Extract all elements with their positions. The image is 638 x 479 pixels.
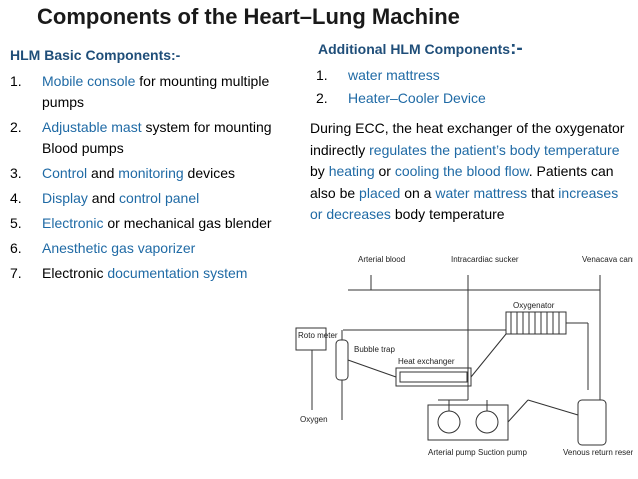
- paragraph-text: . Patients can also be: [310, 163, 614, 201]
- highlighted-text: Control: [42, 165, 88, 181]
- page-title: Components of the Heart–Lung Machine: [37, 4, 460, 29]
- label-heat-exchanger: Heat exchanger: [398, 357, 455, 366]
- paragraph-text: body temperature: [390, 206, 505, 222]
- pump-housing: [427, 404, 509, 441]
- highlighted-text: Anesthetic gas vaporizer: [42, 240, 196, 256]
- item-text: Electronic: [42, 265, 108, 281]
- item-text: and: [87, 190, 120, 206]
- label-suction-pump: Suction pump: [478, 448, 527, 457]
- highlighted-text: Display: [42, 190, 88, 206]
- list-number: 3.: [10, 165, 22, 181]
- basic-component-item: 2. Adjustable mast system for mounting Bl…: [10, 117, 295, 159]
- roto-meter-box: [295, 327, 327, 351]
- basic-components-list: 1. Mobile console for mounting multiple p…: [10, 71, 295, 288]
- item-text: system for mounting Blood pumps: [42, 119, 272, 156]
- highlighted-text: cooling the blood flow: [394, 163, 529, 179]
- highlighted-text: documentation system: [107, 265, 248, 281]
- label-arterial-pump: Arterial pump: [428, 448, 476, 457]
- basic-component-item: 4. Display and control panel: [10, 188, 295, 209]
- additional-component-item: 1. water mattress: [316, 65, 616, 86]
- label-venous-return-reservoir: Venous return reservoir: [563, 448, 633, 457]
- highlighted-text: increases or decreases: [310, 184, 619, 223]
- item-text: or mechanical gas blender: [103, 215, 272, 231]
- paragraph-text: by: [310, 163, 329, 179]
- item-text: for mounting multiple pumps: [42, 73, 270, 110]
- list-number: 2.: [316, 90, 328, 106]
- item-text: water mattress: [348, 67, 440, 83]
- basic-component-item: 6. Anesthetic gas vaporizer: [10, 238, 295, 259]
- basic-components-heading: HLM Basic Components:-: [10, 47, 181, 63]
- highlighted-text: Electronic: [42, 215, 104, 231]
- additional-heading-text: Additional HLM Components: [318, 41, 511, 57]
- highlighted-text: heating: [328, 163, 375, 179]
- label-venacava-cannulae: Venacava cannulae: [582, 255, 633, 264]
- item-text: and: [87, 165, 119, 181]
- heat-exchanger-box: [395, 367, 472, 387]
- list-number: 1.: [316, 67, 328, 83]
- suction-pump-rotor: [475, 410, 499, 434]
- highlighted-text: Adjustable mast: [42, 119, 142, 135]
- highlighted-text: regulates the patient’s body temperature: [369, 141, 620, 158]
- label-oxygen: Oxygen: [300, 415, 328, 424]
- highlighted-text: placed: [359, 184, 401, 201]
- additional-component-item: 2. Heater–Cooler Device: [316, 88, 616, 109]
- list-number: 5.: [10, 215, 22, 231]
- basic-component-item: 1. Mobile console for mounting multiple p…: [10, 71, 295, 113]
- label-intracardiac-sucker: Intracardiac sucker: [451, 255, 519, 264]
- list-number: 4.: [10, 190, 22, 206]
- highlighted-text: water mattress: [435, 184, 528, 201]
- label-bubble-trap: Bubble trap: [354, 345, 395, 354]
- venous-reservoir-box: [577, 399, 607, 446]
- highlighted-text: monitoring: [118, 165, 184, 181]
- list-number: 2.: [10, 119, 22, 135]
- hlm-circuit-diagram: Arterial blood Intracardiac sucker Venac…: [295, 255, 633, 457]
- highlighted-text: control panel: [119, 190, 200, 206]
- basic-component-item: 5. Electronic or mechanical gas blender: [10, 213, 295, 234]
- arterial-pump-rotor: [437, 410, 461, 434]
- oxygenator-box: [505, 311, 567, 335]
- additional-heading-suffix: :-: [510, 38, 523, 59]
- list-number: 6.: [10, 240, 22, 256]
- basic-component-item: 7. Electronic documentation system: [10, 263, 295, 284]
- label-roto-meter: Roto meter: [298, 331, 338, 340]
- additional-components-list: 1. water mattress 2. Heater–Cooler Device: [316, 65, 616, 111]
- item-text: devices: [183, 165, 236, 181]
- ecc-paragraph: During ECC, the heat exchanger of the ox…: [310, 118, 625, 226]
- paragraph-text: that: [527, 184, 559, 201]
- basic-component-item: 3. Control and monitoring devices: [10, 163, 295, 184]
- label-arterial-blood: Arterial blood: [358, 255, 405, 264]
- label-oxygenator: Oxygenator: [513, 301, 555, 310]
- additional-components-heading: Additional HLM Components:-: [318, 38, 523, 60]
- item-text: Heater–Cooler Device: [348, 90, 486, 106]
- list-number: 7.: [10, 265, 22, 281]
- bubble-trap-box: [335, 339, 349, 381]
- paragraph-text: or: [374, 163, 395, 179]
- highlighted-text: Mobile console: [42, 73, 136, 89]
- paragraph-text: During ECC, the heat exchanger of the ox…: [310, 120, 625, 158]
- paragraph-text: on a: [400, 184, 436, 201]
- list-number: 1.: [10, 73, 22, 89]
